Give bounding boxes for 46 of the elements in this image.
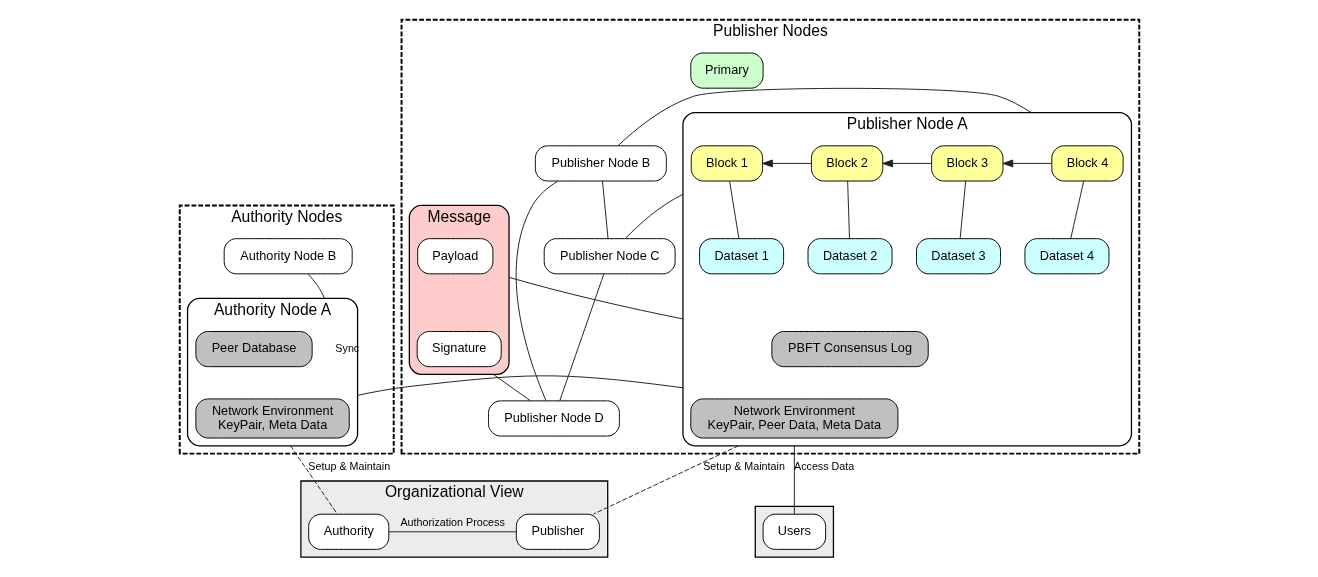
connector xyxy=(601,180,608,239)
arrow xyxy=(1002,159,1052,168)
node-box: Dataset 4 xyxy=(1023,238,1109,275)
node-box: Dataset 2 xyxy=(807,238,893,275)
node-box: Network Environment KeyPair, Peer Data, Meta Data xyxy=(689,398,898,439)
connector xyxy=(624,193,683,240)
connector xyxy=(558,273,604,402)
connector xyxy=(592,445,739,515)
connector xyxy=(492,374,531,402)
node-box: Publisher Node C xyxy=(543,238,676,275)
connector xyxy=(356,375,683,396)
connector xyxy=(307,273,325,299)
node-box: Authority Node B xyxy=(223,238,353,275)
node-box: Block 1 xyxy=(690,145,763,182)
cluster xyxy=(754,505,834,558)
node-box: Payload xyxy=(416,238,493,275)
node-box: Publisher Node D xyxy=(487,400,620,437)
node-box: Signature xyxy=(416,331,502,368)
node-box: Users xyxy=(762,513,826,550)
node-box: Block 3 xyxy=(930,145,1003,182)
arrow xyxy=(761,159,812,168)
node-box: Dataset 3 xyxy=(915,238,1001,275)
edge-label: Setup & Maintain xyxy=(702,460,785,473)
node-box: Block 4 xyxy=(1050,145,1124,182)
connector xyxy=(1069,180,1084,239)
arrow xyxy=(881,159,932,168)
node-box: Network Environment KeyPair, Meta Data xyxy=(194,398,350,439)
connector xyxy=(846,180,850,239)
connector xyxy=(617,87,1032,147)
node-box: Publisher Node B xyxy=(534,145,667,182)
edge-label: Setup & Maintain xyxy=(307,460,390,473)
edge-label: Authorization Process xyxy=(399,515,505,528)
connector xyxy=(515,180,558,402)
node-box: Block 2 xyxy=(810,145,883,182)
node-box: PBFT Consensus Log xyxy=(770,331,929,368)
node-box: Primary xyxy=(689,52,764,89)
connector xyxy=(387,531,517,533)
node-box: Dataset 1 xyxy=(698,238,784,275)
connector xyxy=(959,180,966,239)
connector xyxy=(508,276,683,320)
node-box: Publisher xyxy=(515,513,600,550)
connector xyxy=(793,445,795,515)
connector xyxy=(728,180,739,239)
connector xyxy=(289,445,338,515)
node-box: Authority xyxy=(307,513,389,550)
node-box: Peer Database xyxy=(194,331,313,368)
